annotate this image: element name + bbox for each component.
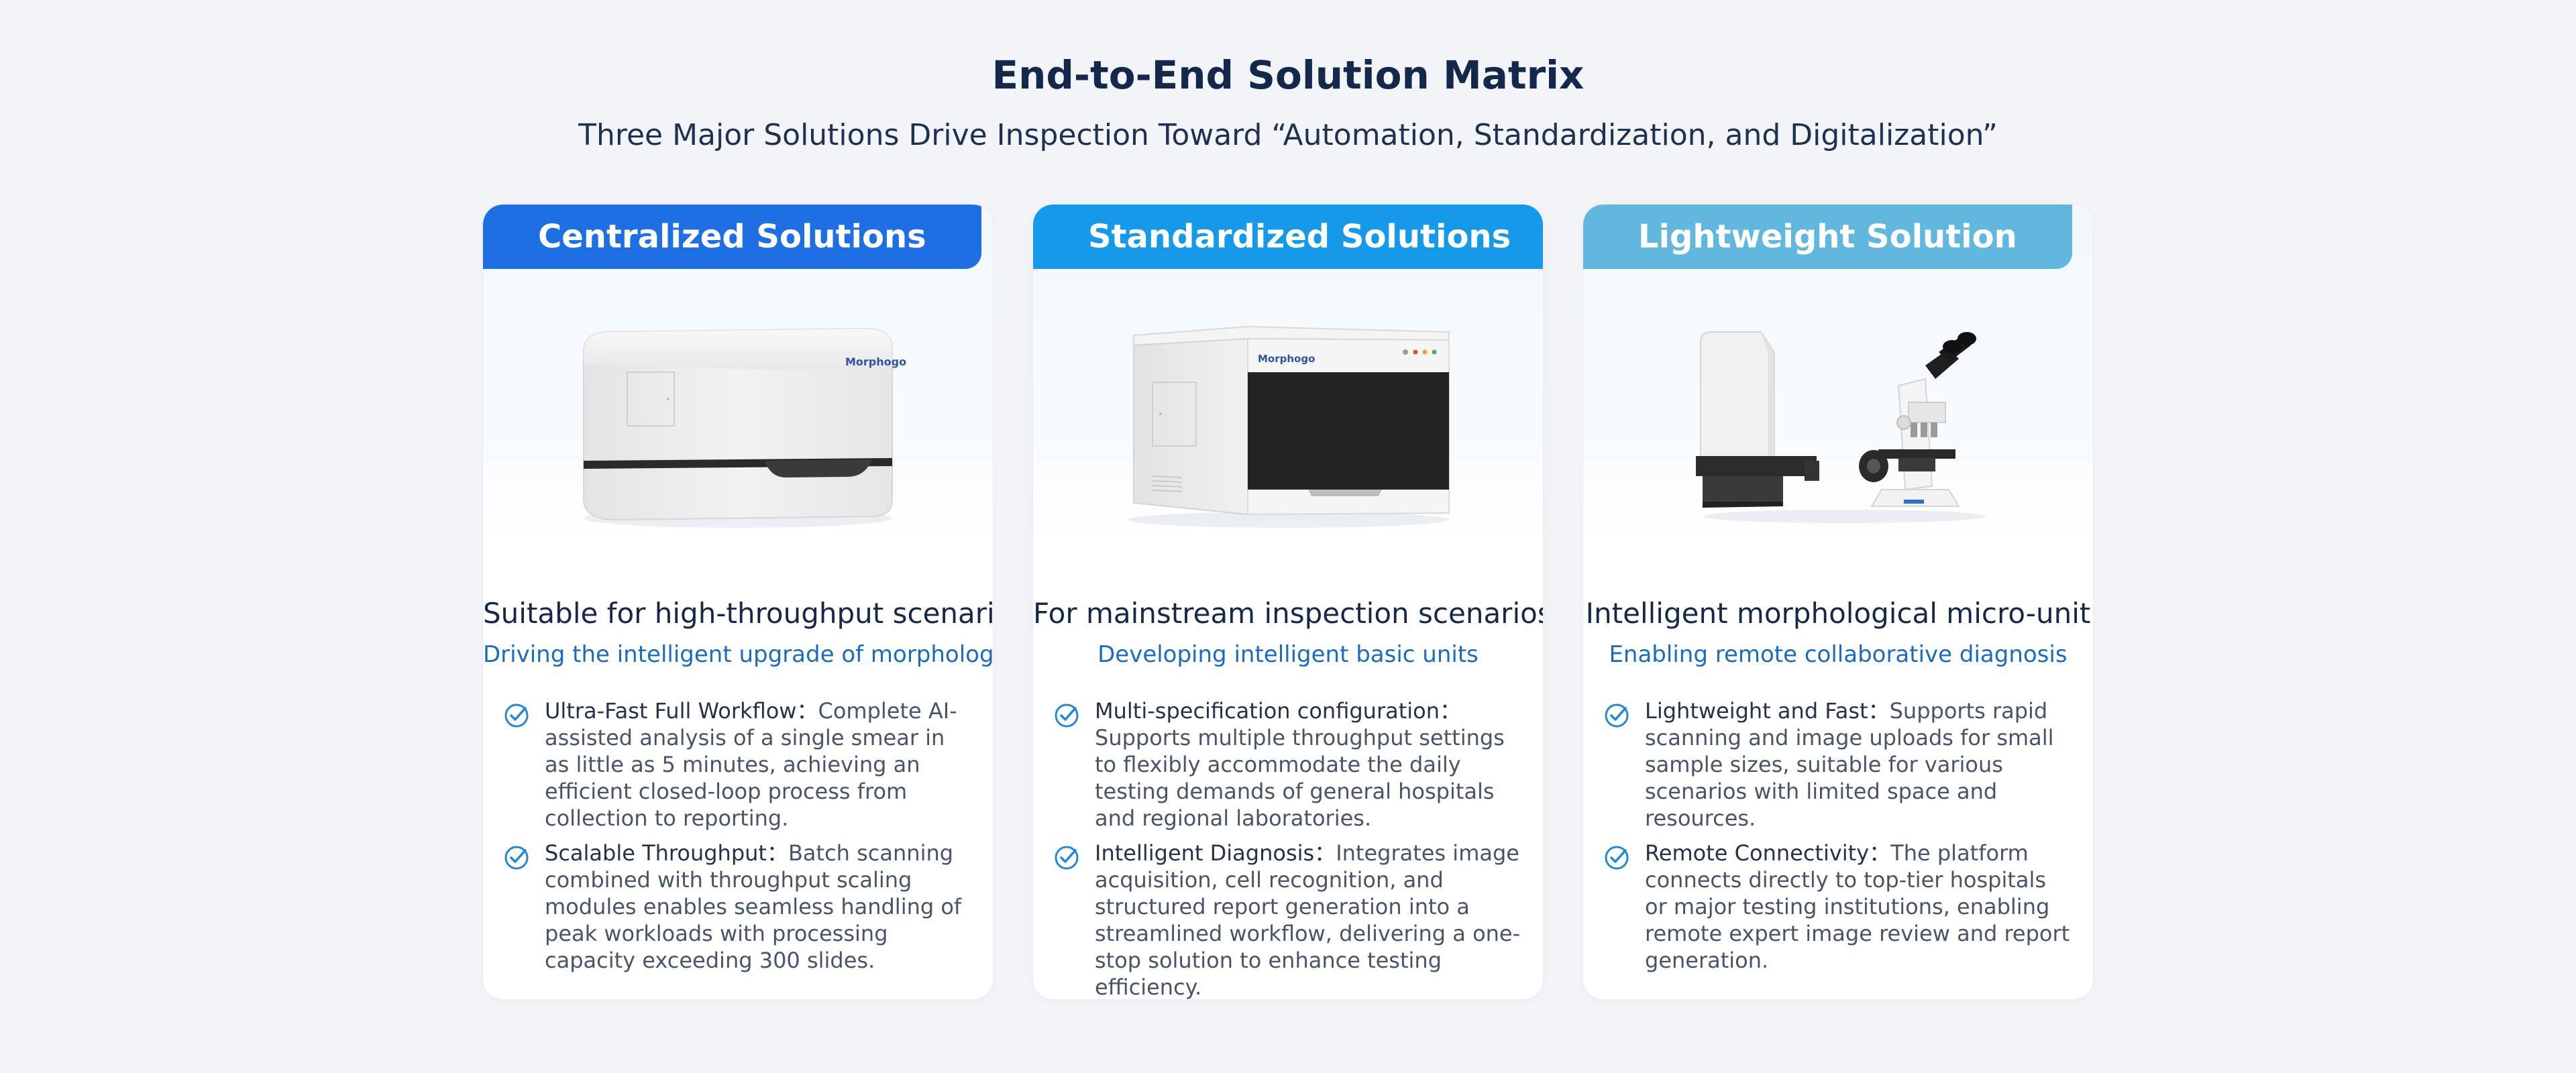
page-title: End-to-End Solution Matrix xyxy=(991,52,1585,98)
feature-item: Intelligent Diagnosis：Integrates image a… xyxy=(1053,840,1523,999)
feature-text: Integrates image acquisition, cell recog… xyxy=(1095,840,1521,999)
feature-item: Remote Connectivity：The platform connect… xyxy=(1603,840,2073,974)
card-centralized-solutions: Centralized Solutions xyxy=(483,205,993,999)
feature-text: Supports multiple throughput settings to… xyxy=(1095,725,1505,831)
card-heading: Suitable for high-throughput scenarios xyxy=(483,597,993,630)
feature-text: Supports rapid scanning and image upload… xyxy=(1645,698,2054,831)
card-tagline: Enabling remote collaborative diagnosis xyxy=(1609,641,2068,668)
check-circle-icon xyxy=(1605,703,1629,728)
card-tab-standardized: Standardized Solutions xyxy=(1033,205,1543,269)
feature-label: Scalable Throughput： xyxy=(545,840,788,866)
card-heading: For mainstream inspection scenarios xyxy=(1033,597,1543,630)
feature-label: Multi-specification configuration： xyxy=(1095,698,1462,724)
check-circle-icon xyxy=(1055,703,1079,728)
feature-item: Ultra-Fast Full Workflow：Complete AI-ass… xyxy=(503,697,973,832)
card-tab-centralized: Centralized Solutions xyxy=(483,205,981,269)
feature-label: Intelligent Diagnosis： xyxy=(1095,840,1336,866)
feature-item: Multi-specification configuration：Suppor… xyxy=(1053,697,1523,832)
feature-text: Batch scanning combined with throughput … xyxy=(545,840,962,973)
product-image-standardized-analyzer: Morphogo xyxy=(1033,285,1543,540)
feature-list: Ultra-Fast Full Workflow：Complete AI-ass… xyxy=(503,697,973,982)
feature-item: Scalable Throughput：Batch scanning combi… xyxy=(503,840,973,974)
product-image-centralized-analyzer: Morphogo xyxy=(483,285,993,540)
page-subtitle: Three Major Solutions Drive Inspection T… xyxy=(578,118,1998,152)
check-circle-icon xyxy=(504,703,529,728)
card-tagline: Driving the intelligent upgrade of morph… xyxy=(483,641,993,668)
feature-label: Remote Connectivity： xyxy=(1645,840,1891,866)
brand-logo-text: Morphogo xyxy=(845,355,906,368)
brand-logo-text: Morphogo xyxy=(1258,353,1315,365)
feature-label: Lightweight and Fast： xyxy=(1645,698,1890,724)
solution-cards: Centralized Solutions xyxy=(483,205,2093,999)
check-circle-icon xyxy=(1055,846,1079,870)
feature-text: Complete AI-assisted analysis of a singl… xyxy=(545,698,957,831)
feature-list: Lightweight and Fast：Supports rapid scan… xyxy=(1603,697,2073,982)
feature-text: The platform connects directly to top-ti… xyxy=(1645,840,2070,973)
card-tagline: Developing intelligent basic units xyxy=(1097,641,1479,668)
feature-list: Multi-specification configuration：Suppor… xyxy=(1053,697,1523,999)
feature-item: Lightweight and Fast：Supports rapid scan… xyxy=(1603,697,2073,832)
check-circle-icon xyxy=(1605,846,1629,870)
feature-label: Ultra-Fast Full Workflow： xyxy=(545,698,818,724)
page-header: End-to-End Solution Matrix Three Major S… xyxy=(0,48,2576,157)
card-tab-lightweight: Lightweight Solution xyxy=(1583,205,2072,269)
card-heading: Intelligent morphological micro-unit xyxy=(1585,597,2091,630)
product-image-microscope-unit xyxy=(1583,285,2093,540)
check-circle-icon xyxy=(504,846,529,870)
card-standardized-solutions: Standardized Solutions xyxy=(1033,205,1543,999)
card-lightweight-solution: Lightweight Solution xyxy=(1583,205,2093,999)
